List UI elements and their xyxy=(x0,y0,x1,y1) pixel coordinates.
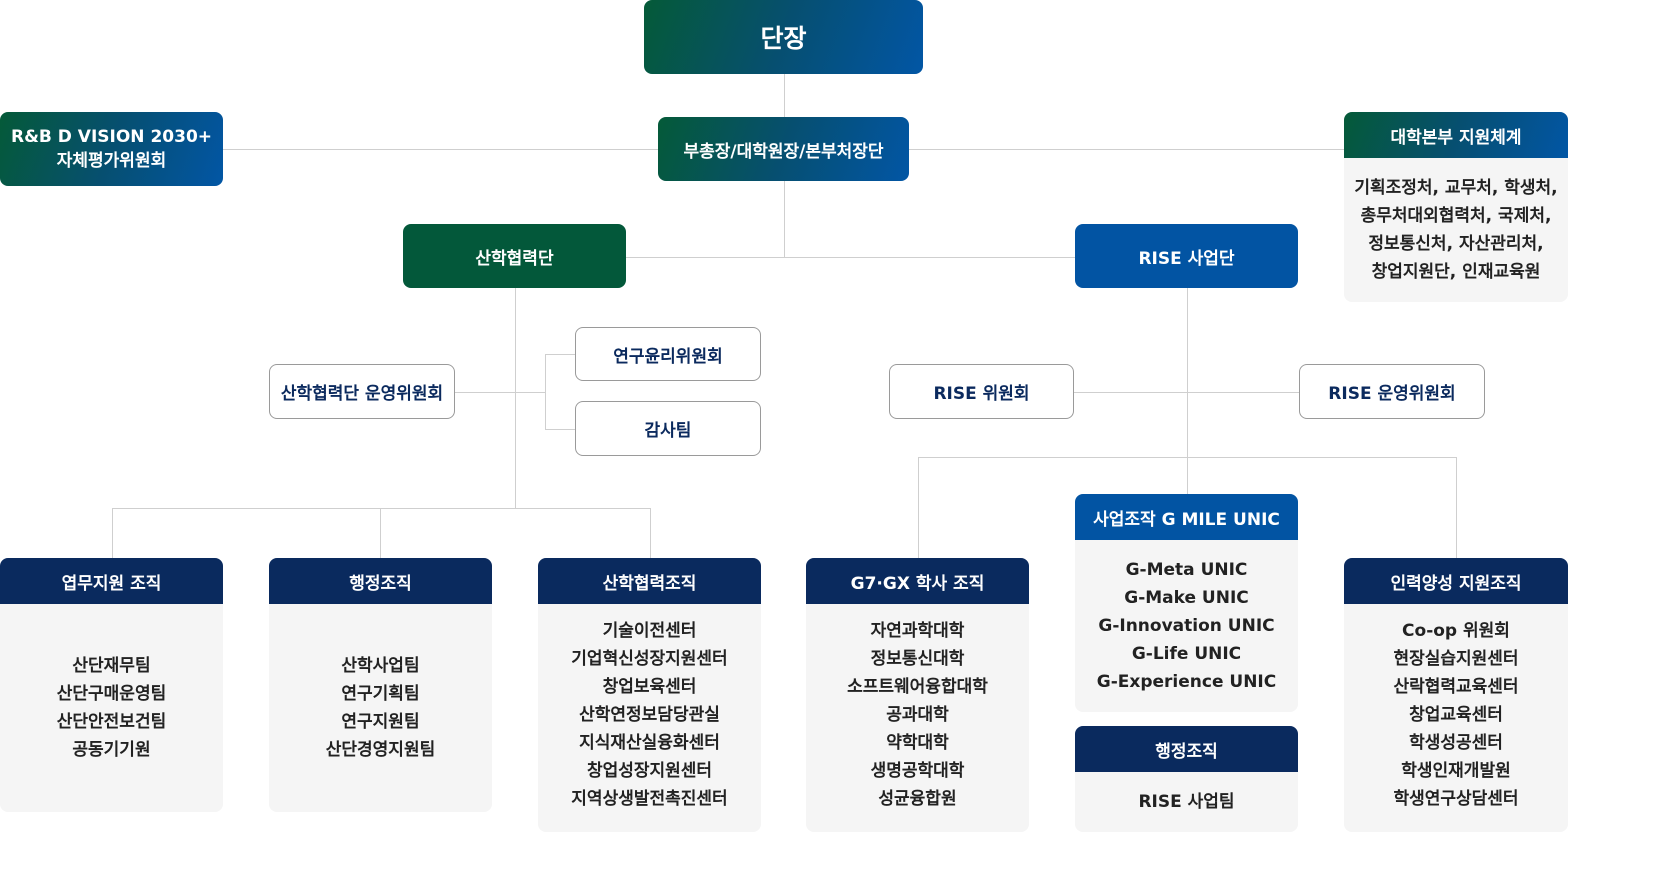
card-title: 행정조직 xyxy=(1075,726,1298,772)
connector xyxy=(455,392,545,393)
connector xyxy=(918,457,919,558)
org-card: 산학협력조직 기술이전센터 기업혁신성장지원센터 창업보육센터 산학연정보담당관… xyxy=(538,558,761,832)
org-card: 행정조직 산학사업팀 연구기획팀 연구지원팀 산단경영지원팀 xyxy=(269,558,492,812)
card-title: 인력양성 지원조직 xyxy=(1344,558,1568,604)
card-item: 지식재산실융화센터 xyxy=(579,733,720,753)
card-item: 생명공학대학 xyxy=(870,761,965,781)
card-title: 사업조작 G MILE UNIC xyxy=(1075,494,1298,540)
vision-line1: R&B D VISION 2030+ xyxy=(10,127,213,147)
card-item: 연구지원팀 xyxy=(341,712,420,732)
card-title: 산학협력조직 xyxy=(538,558,761,604)
card-body: 산단재무팀 산단구매운영팀 산단안전보건팀 공동기기원 xyxy=(0,604,223,812)
org-card: 사업조작 G MILE UNIC G-Meta UNIC G-Make UNIC… xyxy=(1075,494,1298,712)
card-item: 산학사업팀 xyxy=(341,656,420,676)
card-body: G-Meta UNIC G-Make UNIC G-Innovation UNI… xyxy=(1075,540,1298,712)
connector xyxy=(1074,392,1299,393)
card-body: 자연과학대학 정보통신대학 소프트웨어융합대학 공과대학 약학대학 생명공학대학… xyxy=(806,604,1029,832)
card-body: 기술이전센터 기업혁신성장지원센터 창업보육센터 산학연정보담당관실 지식재산실… xyxy=(538,604,761,832)
card-item: 소프트웨어융합대학 xyxy=(847,677,988,697)
connector xyxy=(1456,457,1457,558)
card-item: 산단경영지원팀 xyxy=(325,740,436,760)
card-title: 엽무지원 조직 xyxy=(0,558,223,604)
connector xyxy=(112,508,651,509)
card-item: G-Experience UNIC xyxy=(1096,672,1277,692)
org-card: G7·GX 학사 조직 자연과학대학 정보통신대학 소프트웨어융합대학 공과대학… xyxy=(806,558,1029,832)
support-line: 창업지원단, 인재교육원 xyxy=(1371,262,1541,282)
iuc-box: 산학협력단 xyxy=(403,224,626,288)
rise-ops-committee-box: RISE 운영위원회 xyxy=(1299,364,1485,419)
card-item: 공과대학 xyxy=(886,705,949,725)
card-item: 현장실습지원센터 xyxy=(1393,649,1519,669)
org-card: 엽무지원 조직 산단재무팀 산단구매운영팀 산단안전보건팀 공동기기원 xyxy=(0,558,223,812)
org-card: 인력양성 지원조직 Co-op 위원회 현장실습지원센터 산락협력교육센터 창업… xyxy=(1344,558,1568,832)
card-body: RISE 사업팀 xyxy=(1075,772,1298,832)
card-item: 창업성장지원센터 xyxy=(586,761,713,781)
iuc-label: 산학협력단 xyxy=(475,248,554,269)
iuc-committee-box: 산학협력단 운영위원회 xyxy=(269,364,455,419)
card-item: 창업보육센터 xyxy=(602,677,697,697)
connector xyxy=(515,288,516,508)
card-item: 약학대학 xyxy=(886,733,949,753)
card-item: 기술이전센터 xyxy=(602,621,697,641)
card-title: G7·GX 학사 조직 xyxy=(806,558,1029,604)
card-item: G-Life UNIC xyxy=(1131,644,1242,664)
connector xyxy=(545,429,575,430)
connector xyxy=(380,508,381,558)
card-item: 산단안전보건팀 xyxy=(56,712,167,732)
support-title: 대학본부 지원체계 xyxy=(1344,112,1568,158)
support-body: 기획조정처, 교무처, 학생처, 총무처대외협력처, 국제처, 정보통신처, 자… xyxy=(1344,158,1568,302)
vision-committee-box: R&B D VISION 2030+ 자체평가위원회 xyxy=(0,112,223,186)
vice-box: 부총장/대학원장/본부처장단 xyxy=(658,117,909,181)
card-item: 공동기기원 xyxy=(72,740,151,760)
card-item: 정보통신대학 xyxy=(870,649,965,669)
support-line: 총무처대외협력처, 국제처, xyxy=(1360,206,1552,226)
card-item: Co-op 위원회 xyxy=(1402,621,1510,641)
vice-label: 부총장/대학원장/본부처장단 xyxy=(683,141,884,162)
rise-committee-box: RISE 위원회 xyxy=(889,364,1074,419)
rise-label: RISE 사업단 xyxy=(1138,248,1235,269)
connector xyxy=(545,354,575,355)
connector xyxy=(545,354,546,429)
card-item: 학생인재개발원 xyxy=(1401,761,1511,781)
vision-line2: 자체평가위원회 xyxy=(56,151,167,171)
card-item: 성균융합원 xyxy=(878,789,957,809)
card-item: G-Make UNIC xyxy=(1124,588,1249,608)
card-item: 연구기획팀 xyxy=(341,684,420,704)
support-line: 기획조정처, 교무처, 학생처, xyxy=(1354,178,1558,198)
connector xyxy=(918,457,1457,458)
card-item: G-Meta UNIC xyxy=(1125,560,1248,580)
rise-ops-label: RISE 운영위원회 xyxy=(1328,384,1456,404)
org-card: 행정조직 RISE 사업팀 xyxy=(1075,726,1298,832)
card-item: 창업교육센터 xyxy=(1409,705,1503,725)
rise-committee-label: RISE 위원회 xyxy=(933,384,1030,404)
ethics-label: 연구윤리위원회 xyxy=(613,346,723,367)
ethics-committee-box: 연구윤리위원회 xyxy=(575,327,761,381)
card-body: 산학사업팀 연구기획팀 연구지원팀 산단경영지원팀 xyxy=(269,604,492,812)
card-item: 산단재무팀 xyxy=(72,656,151,676)
card-item: 학생성공센터 xyxy=(1409,733,1503,753)
head-box: 단장 xyxy=(644,0,923,74)
card-item: RISE 사업팀 xyxy=(1138,792,1235,812)
iuc-committee-label: 산학협력단 운영위원회 xyxy=(280,384,444,404)
support-line: 정보통신처, 자산관리처, xyxy=(1368,234,1544,254)
connector xyxy=(112,508,113,558)
connector xyxy=(626,257,1075,258)
card-item: 학생연구상담센터 xyxy=(1393,789,1519,809)
support-system-card: 대학본부 지원체계 기획조정처, 교무처, 학생처, 총무처대외협력처, 국제처… xyxy=(1344,112,1568,302)
card-item: 산락협력교육센터 xyxy=(1393,677,1519,697)
card-body: Co-op 위원회 현장실습지원센터 산락협력교육센터 창업교육센터 학생성공센… xyxy=(1344,604,1568,832)
card-item: G-Innovation UNIC xyxy=(1098,616,1275,636)
card-item: 자연과학대학 xyxy=(870,621,965,641)
card-item: 기업혁신성장지원센터 xyxy=(571,649,728,669)
connector xyxy=(650,508,651,558)
connector xyxy=(1187,288,1188,494)
card-item: 지역상생발전촉진센터 xyxy=(571,789,728,809)
card-title: 행정조직 xyxy=(269,558,492,604)
card-item: 산단구매운영팀 xyxy=(56,684,167,704)
audit-label: 감사팀 xyxy=(644,421,692,441)
rise-box: RISE 사업단 xyxy=(1075,224,1298,288)
audit-team-box: 감사팀 xyxy=(575,401,761,456)
head-label: 단장 xyxy=(760,24,807,53)
card-item: 산학연정보담당관실 xyxy=(579,705,720,725)
